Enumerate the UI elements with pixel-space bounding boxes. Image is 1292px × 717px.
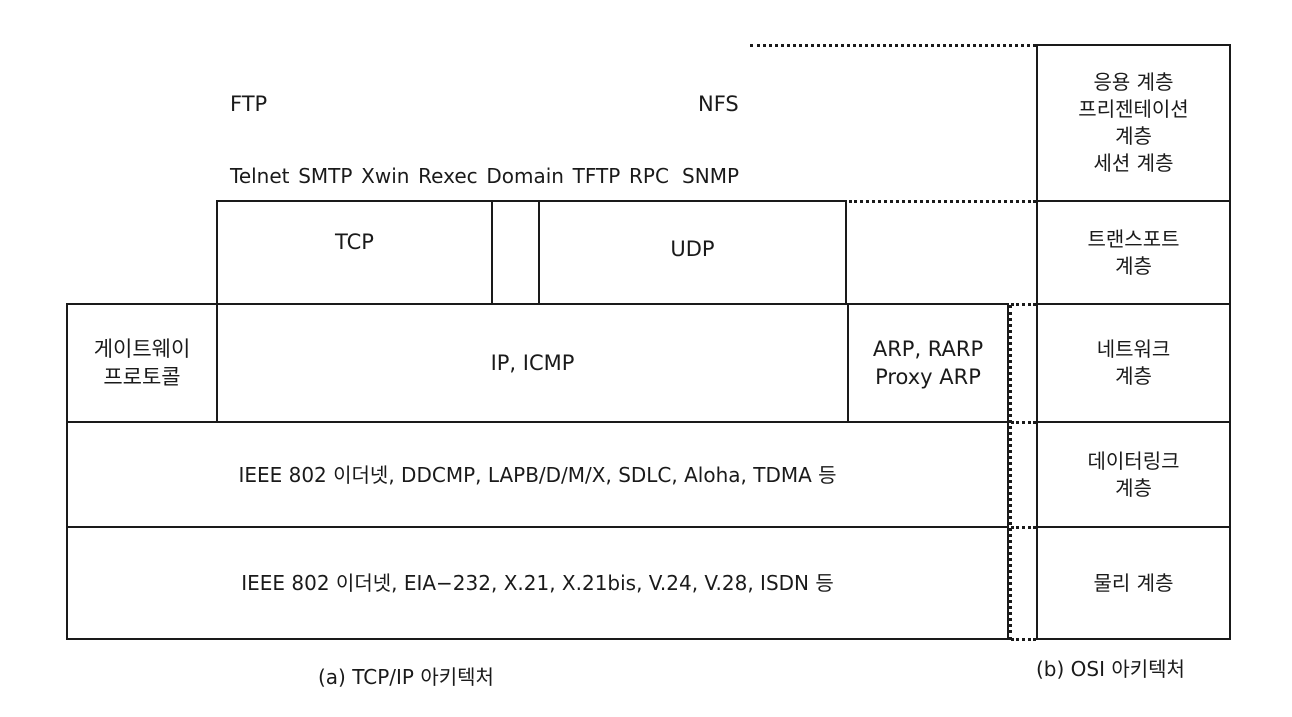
ip-icmp-box: IP, ICMP [216,303,849,423]
ip-icmp-label: IP, ICMP [490,351,575,375]
tcp-box: TCP [216,200,493,305]
osi-physical-label: 물리 계층 [1093,570,1174,595]
osi-transport-label: 트랜스포트 계층 [1087,226,1180,278]
divider-vertical [1009,305,1012,640]
tcpip-physical-box: IEEE 802 이더넷, EIA−232, X.21, X.21bis, V.… [66,526,1009,640]
tcpip-caption: (a) TCP/IP 아키텍처 [318,665,494,689]
osi-datalink-box: 데이터링크 계층 [1036,421,1231,528]
osi-transport-box: 트랜스포트 계층 [1036,200,1231,305]
arp-box: ARP, RARP Proxy ARP [847,303,1009,423]
tcp-label: TCP [335,229,374,254]
gateway-protocol-label: 게이트웨이 프로토콜 [93,337,191,389]
divider-top [750,44,1036,47]
tcpip-datalink-label: IEEE 802 이더넷, DDCMP, LAPB/D/M/X, SDLC, A… [238,462,837,487]
divider-network-datalink [1011,421,1036,424]
divider-application-transport [849,200,1036,203]
udp-label: UDP [670,236,715,261]
tcpip-physical-label: IEEE 802 이더넷, EIA−232, X.21, X.21bis, V.… [241,571,834,595]
divider-bottom [1011,638,1036,641]
osi-network-box: 네트워크 계층 [1036,303,1231,423]
osi-datalink-label: 데이터링크 계층 [1087,448,1180,500]
app-protocols-label: Telnet SMTP Xwin Rexec Domain TFTP RPC S… [230,164,740,188]
divider-transport-network [1011,303,1036,306]
osi-application-label: 응용 계층 프리젠테이션 계층 세션 계층 [1078,70,1189,175]
tcpip-datalink-box: IEEE 802 이더넷, DDCMP, LAPB/D/M/X, SDLC, A… [66,421,1009,528]
transport-gap-box [491,200,540,305]
gateway-protocol-box: 게이트웨이 프로토콜 [66,303,218,423]
ftp-label: FTP [230,92,268,116]
osi-physical-box: 물리 계층 [1036,526,1231,640]
nfs-label: NFS [698,92,739,116]
divider-datalink-physical [1011,526,1036,529]
osi-caption: (b) OSI 아키텍처 [1036,657,1185,681]
arp-label: ARP, RARP Proxy ARP [872,337,984,389]
osi-application-box: 응용 계층 프리젠테이션 계층 세션 계층 [1036,44,1231,202]
osi-network-label: 네트워크 계층 [1096,337,1171,388]
udp-box: UDP [538,200,847,305]
